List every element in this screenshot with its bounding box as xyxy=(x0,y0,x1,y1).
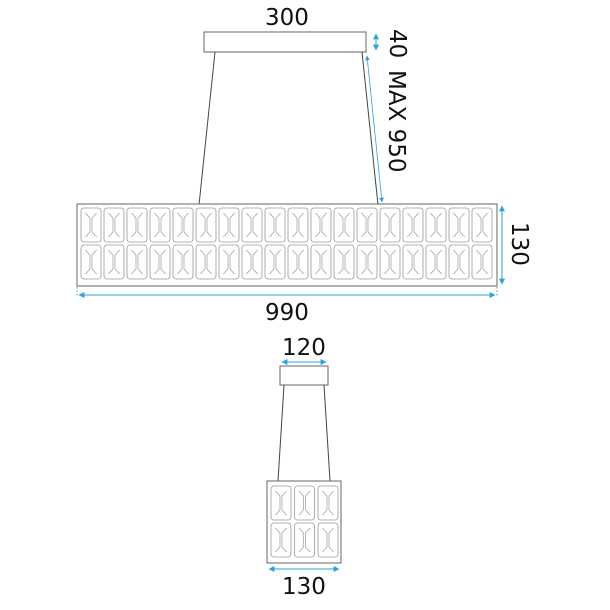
front-canopy xyxy=(203,31,367,53)
crystal-cell xyxy=(80,244,102,280)
crystal-cell xyxy=(287,244,309,280)
crystal-cell xyxy=(402,244,424,280)
crystal-cell xyxy=(264,244,286,280)
crystal-cell xyxy=(317,485,339,521)
crystal-cell xyxy=(103,244,125,280)
crystal-cell xyxy=(172,244,194,280)
crystal-cell xyxy=(270,522,292,558)
crystal-cell xyxy=(126,244,148,280)
crystal-cell xyxy=(218,244,240,280)
crystal-cell xyxy=(356,244,378,280)
crystal-cell xyxy=(317,522,339,558)
crystal-cell xyxy=(172,207,194,243)
crystal-cell xyxy=(425,207,447,243)
crystal-cell xyxy=(80,207,102,243)
crystal-cell xyxy=(195,207,217,243)
label-suspension-height: MAX 950 xyxy=(383,70,409,173)
crystal-cell xyxy=(425,244,447,280)
front-crystal-cells xyxy=(80,207,493,280)
crystal-cell xyxy=(471,244,493,280)
crystal-cell xyxy=(471,207,493,243)
side-suspension-wire-right xyxy=(323,384,331,482)
label-body-length: 990 xyxy=(265,300,309,326)
crystal-cell xyxy=(333,244,355,280)
side-suspension-wire-left xyxy=(277,384,285,482)
dim-suspension-line xyxy=(365,55,384,203)
side-view xyxy=(266,359,342,572)
crystal-cell xyxy=(448,207,470,243)
front-suspension-wire-right xyxy=(361,51,379,206)
crystal-cell xyxy=(379,244,401,280)
front-view xyxy=(76,31,505,298)
crystal-cell xyxy=(195,244,217,280)
crystal-cell xyxy=(103,207,125,243)
side-body xyxy=(266,480,342,564)
crystal-cell xyxy=(264,207,286,243)
crystal-cell xyxy=(333,207,355,243)
front-suspension-wire-left xyxy=(198,51,216,206)
side-canopy xyxy=(279,365,329,386)
label-canopy-width: 300 xyxy=(265,5,309,31)
crystal-cell xyxy=(241,244,263,280)
crystal-cell xyxy=(241,207,263,243)
label-canopy-height: 40 xyxy=(384,29,410,59)
crystal-cell xyxy=(149,244,171,280)
crystal-cell xyxy=(294,522,315,558)
crystal-cell xyxy=(294,485,315,521)
crystal-cell xyxy=(310,244,332,280)
crystal-cell xyxy=(287,207,309,243)
crystal-cell xyxy=(270,485,292,521)
crystal-cell xyxy=(149,207,171,243)
label-side-canopy-width: 120 xyxy=(282,335,326,361)
label-body-height: 130 xyxy=(506,222,532,266)
crystal-cell xyxy=(402,207,424,243)
side-crystal-cells xyxy=(270,485,339,558)
crystal-cell xyxy=(218,207,240,243)
crystal-cell xyxy=(310,207,332,243)
crystal-cell xyxy=(379,207,401,243)
crystal-cell xyxy=(448,244,470,280)
label-side-body-width: 130 xyxy=(282,574,326,600)
crystal-cell xyxy=(356,207,378,243)
crystal-cell xyxy=(126,207,148,243)
